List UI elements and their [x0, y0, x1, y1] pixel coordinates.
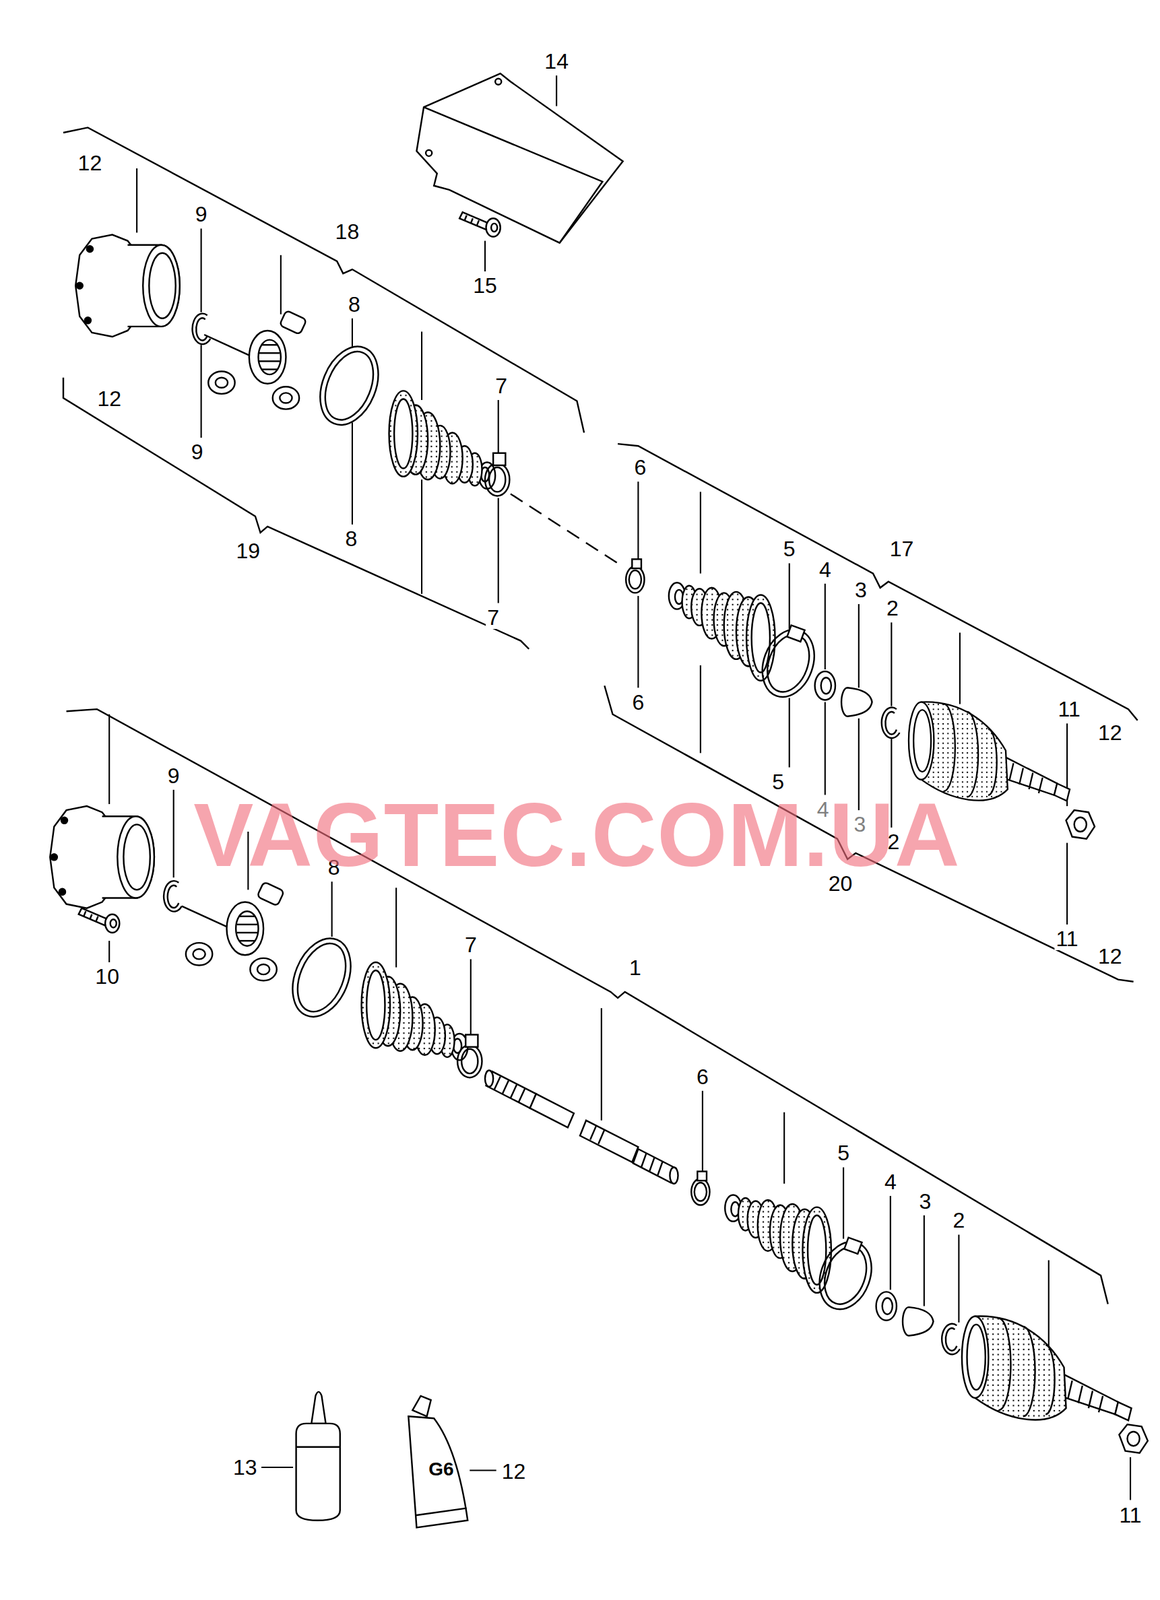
callout-number: 13 — [231, 1456, 259, 1480]
callout-number: 17 — [888, 537, 916, 561]
callout-number: 14 — [542, 49, 570, 73]
watermark: VAGTEC.COM.UA — [193, 790, 960, 881]
group-bracket — [63, 377, 529, 650]
bolt — [459, 212, 501, 237]
group-bracket — [63, 127, 1138, 1305]
callout-number: 7 — [463, 933, 479, 957]
clip — [691, 1172, 710, 1206]
callout-number: 11 — [1056, 697, 1082, 721]
clip — [485, 453, 510, 497]
flange — [49, 806, 155, 909]
circlip — [881, 707, 900, 739]
circlip — [941, 1324, 960, 1355]
callout-number: 11 — [1117, 1504, 1143, 1528]
callout-number: 19 — [235, 539, 263, 563]
callout-number: 3 — [853, 578, 869, 602]
callout-number: 9 — [189, 440, 205, 464]
outer-joint — [961, 1316, 1132, 1422]
dish-spring — [841, 687, 872, 717]
tripod-joint — [181, 881, 285, 981]
callout-number: 12 — [95, 387, 123, 411]
boot — [361, 962, 469, 1061]
clip — [457, 1035, 482, 1079]
callout-number: 1 — [627, 956, 643, 980]
grease-tube — [408, 1396, 468, 1528]
grease-bottle — [296, 1392, 341, 1522]
shaft — [485, 1071, 678, 1185]
leader-lines — [109, 75, 1131, 1501]
flange — [75, 235, 180, 338]
axis-line — [510, 493, 622, 566]
ring — [309, 338, 390, 434]
callout-number: 3 — [917, 1190, 933, 1214]
callout-number: 12 — [76, 151, 104, 175]
group-bracket — [617, 443, 1138, 721]
heat-shield — [416, 73, 623, 244]
callout-number: 8 — [344, 527, 360, 551]
callout-number: 15 — [471, 274, 499, 298]
callout-number: 2 — [885, 596, 900, 620]
boot — [389, 390, 496, 489]
callout-number: 2 — [951, 1209, 966, 1233]
boot — [724, 1195, 832, 1293]
heat-shield — [416, 73, 623, 244]
washer — [815, 671, 836, 700]
group-bracket — [66, 709, 1109, 1305]
callout-number: 6 — [630, 691, 646, 715]
callout-number: 12 — [1096, 945, 1124, 969]
callout-number: 9 — [194, 202, 209, 226]
outer-joint — [908, 701, 1070, 801]
boot — [668, 582, 776, 681]
dish-spring — [902, 1307, 933, 1336]
callout-number: 7 — [493, 374, 509, 398]
tripod-joint — [204, 310, 307, 410]
nut — [1118, 1424, 1148, 1454]
callout-number: 12 — [500, 1460, 528, 1484]
clamp — [753, 622, 824, 705]
callout-number: 11 — [1054, 927, 1080, 951]
tube-marking: G6 — [427, 1459, 455, 1480]
callout-number: 6 — [695, 1065, 711, 1089]
callout-number: 7 — [485, 606, 501, 630]
callout-number: 5 — [782, 537, 797, 561]
callout-number: 4 — [817, 558, 833, 582]
clip — [625, 559, 644, 593]
callout-number: 6 — [633, 456, 649, 479]
clamp — [810, 1234, 881, 1317]
circlip — [163, 881, 182, 912]
bolt — [78, 908, 120, 933]
ring — [281, 930, 362, 1026]
callout-number: 10 — [93, 965, 121, 989]
callout-number: 18 — [334, 220, 362, 244]
circlip — [192, 313, 211, 345]
callout-number: 8 — [346, 293, 362, 316]
callout-number: 9 — [166, 764, 182, 788]
washer — [876, 1292, 897, 1321]
callout-number: 4 — [883, 1170, 898, 1194]
nut — [1066, 810, 1095, 839]
callout-number: 12 — [1096, 721, 1124, 745]
callout-number: 5 — [835, 1141, 851, 1165]
